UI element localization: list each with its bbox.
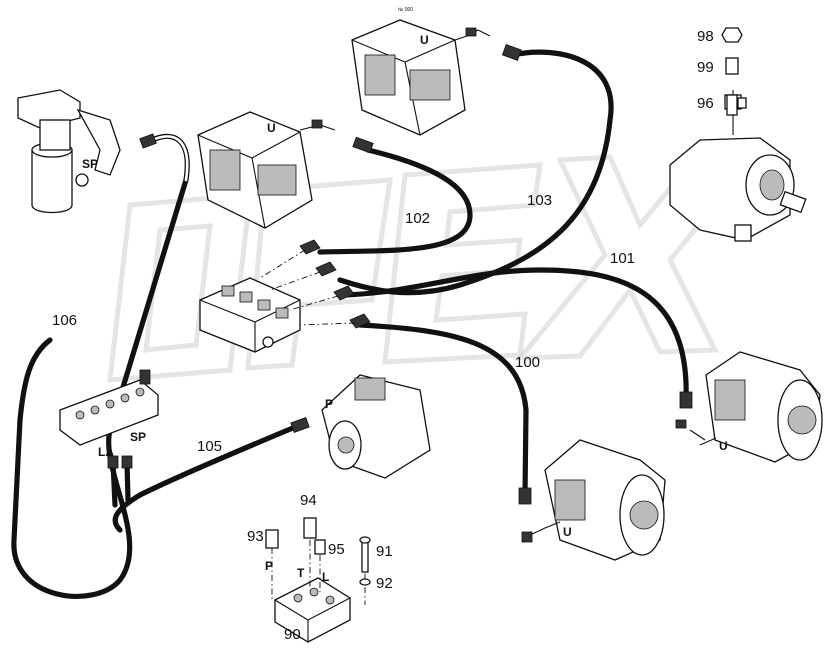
pump bbox=[321, 374, 431, 479]
port-l-block: L bbox=[322, 570, 329, 584]
port-labels: U U U U SP SP LA P P T L bbox=[82, 33, 728, 584]
fittings-91-95 bbox=[265, 517, 371, 586]
motor-mid bbox=[197, 111, 336, 229]
label-93: 93 bbox=[247, 528, 264, 545]
manifold-block bbox=[59, 369, 159, 446]
label-105: 105 bbox=[197, 438, 222, 455]
port-p-block: P bbox=[265, 559, 273, 573]
part-number-labels: 98 99 96 102 103 101 106 100 105 94 93 9… bbox=[52, 28, 714, 643]
label-94: 94 bbox=[300, 492, 317, 509]
port-sp-filter: SP bbox=[82, 157, 98, 171]
label-95: 95 bbox=[328, 541, 345, 558]
port-u-right: U bbox=[719, 439, 728, 453]
motor-top bbox=[351, 19, 491, 136]
port-u-bottom: U bbox=[563, 525, 572, 539]
label-103: 103 bbox=[527, 192, 552, 209]
distributor-block bbox=[199, 239, 371, 353]
fitting-stack-96-99 bbox=[721, 27, 747, 116]
label-91: 91 bbox=[376, 543, 393, 560]
motor-top-right bbox=[669, 90, 807, 242]
port-sp-manifold: SP bbox=[130, 430, 146, 444]
hose-100 bbox=[357, 322, 529, 498]
label-100: 100 bbox=[515, 354, 540, 371]
hose-103 bbox=[337, 49, 614, 296]
hose-fittings bbox=[107, 44, 693, 505]
port-u-top: U bbox=[420, 33, 429, 47]
filter-assembly bbox=[17, 89, 121, 214]
block-90 bbox=[271, 540, 366, 643]
label-90: 90 bbox=[284, 626, 301, 643]
hose-101 bbox=[342, 267, 689, 403]
label-102: 102 bbox=[405, 210, 430, 227]
label-92: 92 bbox=[376, 575, 393, 592]
port-la: LA bbox=[98, 445, 114, 459]
label-98: 98 bbox=[697, 28, 714, 45]
label-106: 106 bbox=[52, 312, 77, 329]
port-u-mid: U bbox=[267, 121, 276, 135]
motor-bottom bbox=[521, 439, 666, 561]
label-101: 101 bbox=[610, 250, 635, 267]
hose-106 bbox=[11, 133, 190, 599]
port-p-pump: P bbox=[325, 397, 333, 411]
corner-mark: № 000 bbox=[398, 7, 413, 13]
label-99: 99 bbox=[697, 59, 714, 76]
hose-102 bbox=[317, 147, 473, 255]
motor-right bbox=[675, 351, 823, 463]
port-t-block: T bbox=[297, 566, 305, 580]
label-96: 96 bbox=[697, 95, 714, 112]
